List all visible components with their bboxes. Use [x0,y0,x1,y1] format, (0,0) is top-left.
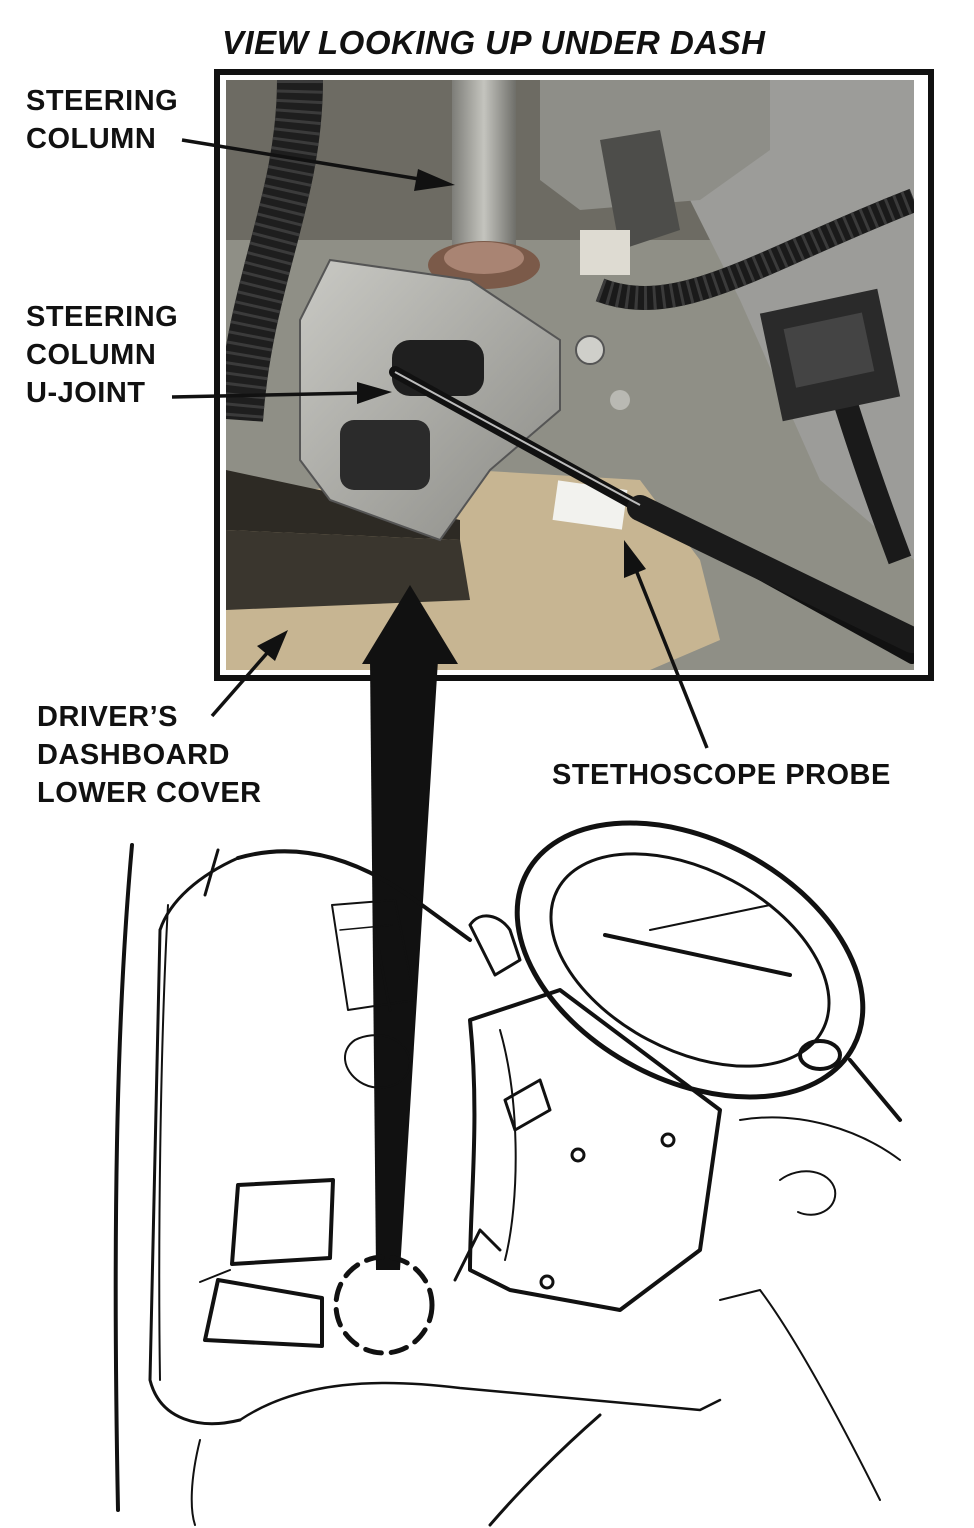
photo-frame [214,69,934,681]
view-arrow-shaft [370,660,438,1270]
figure-title: VIEW LOOKING UP UNDER DASH [222,24,766,61]
arrow-steering-column [181,138,426,182]
label-dashboard-lower-cover: DRIVER’S DASHBOARD LOWER COVER [37,701,262,809]
under-dash-photo [226,80,914,670]
label-steering-column: STEERING COLUMN [26,85,179,155]
steering-wheel-outer [514,820,866,1100]
arrow-dashboard-cover [210,650,270,718]
dashboard-line-art [113,820,902,1527]
arrow-stethoscope-probe [634,569,709,749]
steering-wheel-inner [549,852,831,1068]
label-stethoscope-probe: STETHOSCOPE PROBE [552,759,891,791]
view-location-circle [333,1254,435,1356]
label-steering-column-u-joint: STEERING COLUMN U-JOINT [26,301,179,409]
callout-arrows [171,138,709,1270]
arrow-u-joint [171,391,361,399]
view-arrow-head [362,585,458,664]
